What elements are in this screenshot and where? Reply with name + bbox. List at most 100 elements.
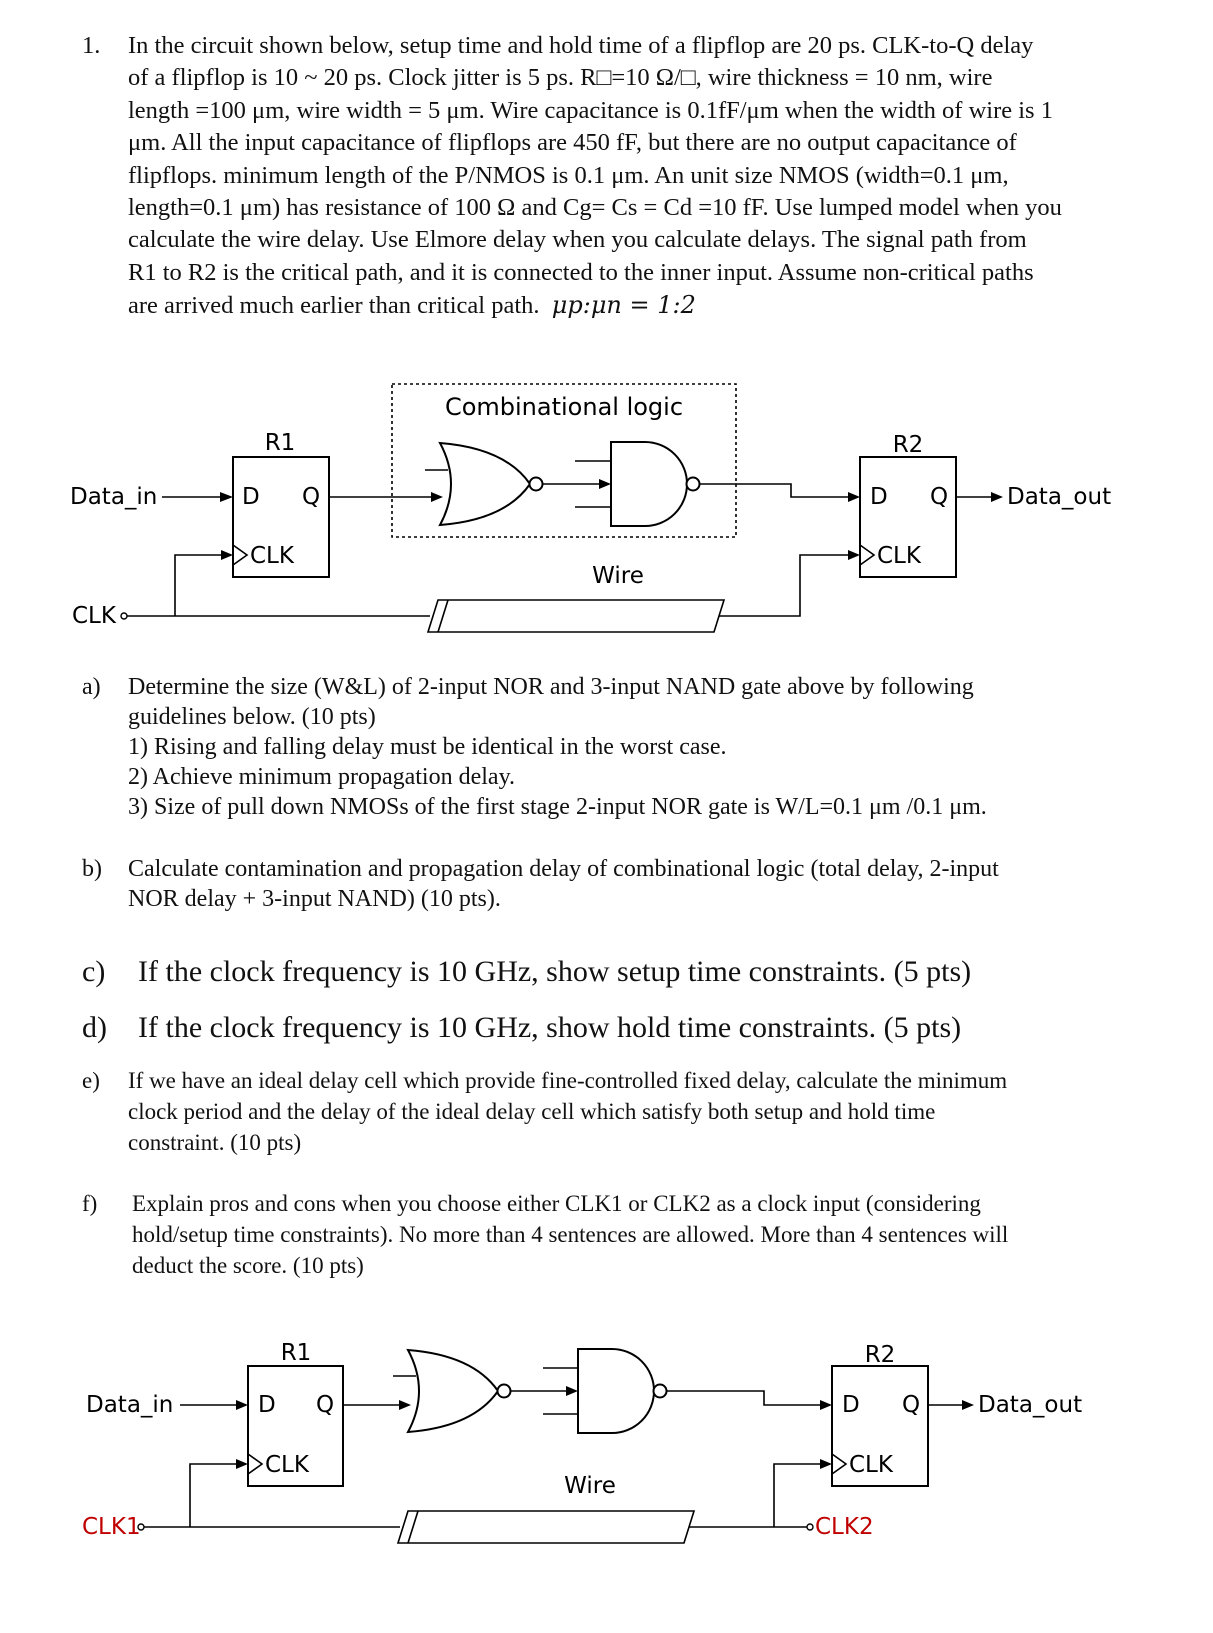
r2-d-pin: D [870,484,888,510]
part-e-line: If we have an ideal delay cell which pro… [128,1068,1008,1093]
clk-r2-branch [719,554,849,617]
part-f-text: Explain pros and cons when you choose ei… [132,1188,1008,1281]
clk2-terminal [806,1523,814,1531]
part-e-line: clock period and the delay of the ideal … [128,1099,936,1124]
r2-q-pin: Q [902,1392,920,1418]
part-a-line: 3) Size of pull down NMOSs of the first … [128,794,987,820]
r2-clock-triangle [831,1453,848,1475]
part-e-text: If we have an ideal delay cell which pro… [128,1065,1007,1158]
combinational-logic-box [391,383,737,538]
clk1-terminal [137,1523,145,1531]
r2-clk-pin: CLK [877,543,922,569]
part-a-line: 2) Achieve minimum propagation delay. [128,764,516,790]
part-e-line: constraint. (10 pts) [128,1130,302,1155]
wire-element-edge [437,599,449,633]
wire-element [396,1510,696,1544]
r2-d-pin: D [842,1392,860,1418]
arrow [221,550,233,560]
r1-clock-triangle [232,544,249,566]
nor-gate [406,1348,500,1434]
problem-line: μm. All the input capacitance of flipflo… [128,129,1017,157]
problem-line: R1 to R2 is the critical path, and it is… [128,258,1034,286]
r1-d-pin: D [242,484,260,510]
r2-flipflop [831,1365,929,1487]
part-e-label: e) [82,1068,100,1093]
data-out-label: Data_out [1007,484,1111,510]
part-c-label: c) [82,955,106,988]
part-f-label: f) [82,1191,98,1216]
r1-clk-pin: CLK [265,1452,310,1478]
part-f-line: Explain pros and cons when you choose ei… [132,1191,981,1216]
circuit-diagram-1: Combinational logic R1 D Q CLK R2 D Q CL… [70,383,1111,633]
wire-element [426,599,726,633]
arrow [220,492,233,502]
clk-input-label: CLK [72,603,117,629]
nand-gate [577,1348,655,1434]
arrow [399,1400,411,1410]
combinational-logic-label: Combinational logic [445,393,683,421]
part-f-line: deduct the score. (10 pts) [132,1253,364,1278]
problem-line: In the circuit shown below, setup time a… [128,32,1034,59]
nor-bubble [528,476,544,492]
nand-out-wire [700,483,849,498]
part-b-label: b) [82,856,102,882]
arrow [566,1386,578,1396]
r1-q-pin: Q [316,1392,334,1418]
part-a-line: guidelines below. (10 pts) [128,704,376,730]
clk-r1-branch [174,554,222,616]
clk-r1-branch [189,1463,237,1527]
problem-line: length=0.1 μm) has resistance of 100 Ω a… [128,194,1062,222]
wire-label: Wire [592,563,644,589]
part-d-text: If the clock frequency is 10 GHz, show h… [138,1011,962,1044]
arrow [848,492,860,502]
problem-line: length =100 μm, wire width = 5 μm. Wire … [128,96,1053,124]
r1-flipflop [232,456,330,578]
r2-label: R2 [865,1342,896,1368]
nor-gate [438,441,532,527]
part-b-line: NOR delay + 3-input NAND) (10 pts). [128,886,501,912]
r1-label: R1 [281,1340,312,1366]
problem-line: calculate the wire delay. Use Elmore del… [128,226,1027,254]
clk-r2-branch [773,1463,821,1527]
r2-clock-triangle [859,544,876,566]
part-a-line: Determine the size (W&L) of 2-input NOR … [128,674,974,700]
problem-line: flipflops. minimum length of the P/NMOS … [128,161,1009,189]
arrow [236,1459,248,1469]
nor-bubble [496,1383,512,1399]
r2-label: R2 [893,432,924,458]
part-d-label: d) [82,1011,107,1044]
nand-out-wire [667,1390,821,1406]
arrow [236,1400,248,1410]
problem-last-line: are arrived much earlier than critical p… [128,292,540,320]
part-f-line: hold/setup time constraints). No more th… [132,1222,1009,1247]
r1-clock-triangle [247,1453,264,1475]
clk-input-terminal [120,612,128,620]
wire-label: Wire [564,1473,616,1499]
arrow [431,492,443,502]
circuit-diagram-2: R1 D Q CLK R2 D Q CLK Data_in Data_out C… [82,1340,1082,1544]
arrow [599,479,611,489]
wire-element-edge [407,1510,419,1544]
arrow [991,492,1003,502]
data-in-label: Data_in [86,1392,173,1418]
r1-q-pin: Q [302,484,320,510]
r1-d-pin: D [258,1392,276,1418]
problem-line: of a flipflop is 10 ~ 20 ps. Clock jitte… [128,64,993,92]
arrow [820,1400,832,1410]
nand-bubble [685,476,701,492]
clk1-label: CLK1 [82,1514,141,1540]
part-b-line: Calculate contamination and propagation … [128,856,999,882]
problem-line: are arrived much earlier than critical p… [128,289,1163,322]
part-a-label: a) [82,674,101,700]
r1-label: R1 [265,430,296,456]
nand-gate [610,441,688,527]
arrow [848,550,860,560]
r1-flipflop [247,1365,344,1487]
part-a-line: 1) Rising and falling delay must be iden… [128,734,727,760]
clk2-label: CLK2 [815,1514,874,1540]
part-c-text: If the clock frequency is 10 GHz, show s… [138,955,972,988]
data-in-label: Data_in [70,484,157,510]
arrow [820,1459,832,1469]
arrow [962,1400,974,1410]
mobility-ratio: μp:μn = 1:2 [551,291,696,320]
